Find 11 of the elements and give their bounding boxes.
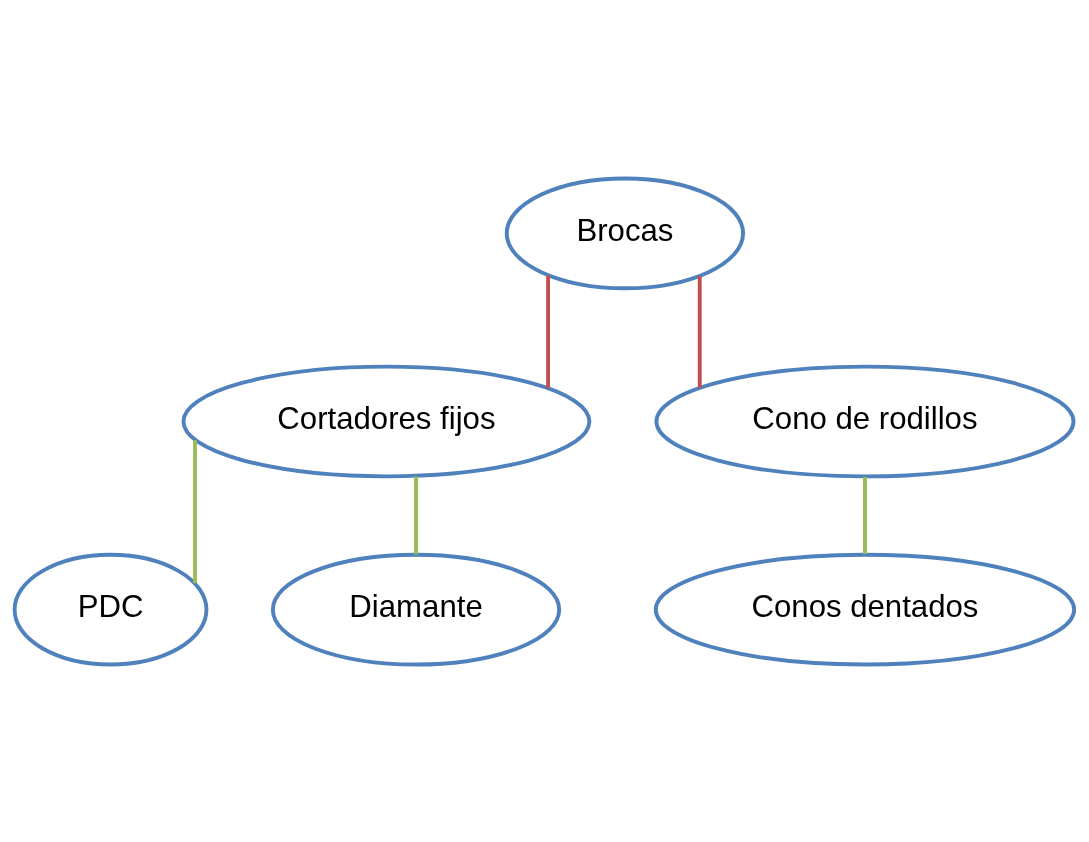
connector	[697, 275, 702, 388]
node-ellipse: Brocas	[504, 176, 746, 290]
connector	[546, 275, 551, 388]
node-ellipse: Cono de rodillos	[654, 364, 1076, 478]
node-ellipse: Diamante	[270, 552, 562, 666]
connector	[863, 476, 867, 554]
node-ellipse: PDC	[12, 552, 209, 666]
connector	[414, 475, 418, 554]
node-ellipse: Cortadores fijos	[181, 364, 592, 478]
node-ellipse: Conos dentados	[653, 552, 1077, 666]
connector	[193, 439, 197, 583]
